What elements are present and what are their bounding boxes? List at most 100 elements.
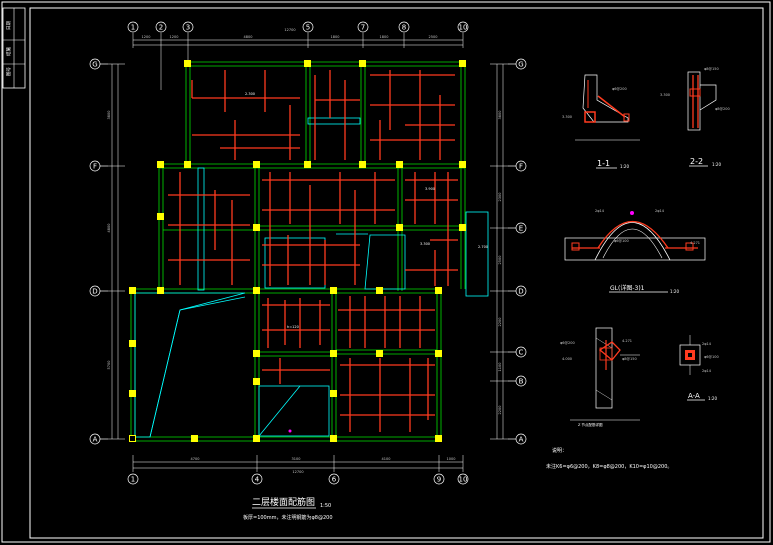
title-block: 图号 结施 日期 <box>2 7 26 89</box>
notes-text: 未注K6=φ6@200，K8=φ8@200，K10=φ10@200。 <box>546 463 672 470</box>
title-block-label-1: 图号 <box>6 67 12 76</box>
section-a-scale: 1:20 <box>708 396 717 401</box>
section-a-a: 2φ14 φ6@100 2φ14 A-A 1:20 <box>679 335 719 401</box>
plan-note: 板厚=100mm，未注明钢筋为φ8@200 <box>243 514 333 521</box>
bottom-axis-10: 10 <box>459 476 468 484</box>
floor-plan: 1200 1200 4800 1800 1800 2500 12700 4700… <box>89 21 527 521</box>
gl-beam-label: GL(详图-3)1 <box>610 284 645 292</box>
columns <box>129 60 466 442</box>
left-axis-F: F <box>93 163 97 171</box>
svg-text:2200: 2200 <box>498 406 502 415</box>
bottom-axis-4: 4 <box>255 476 260 484</box>
top-axis-bubbles <box>127 21 469 33</box>
svg-text:2300: 2300 <box>498 193 502 202</box>
section-1-label: 1-1 <box>597 159 610 168</box>
top-axis-5: 5 <box>306 24 310 32</box>
svg-text:2φ14: 2φ14 <box>702 342 712 346</box>
svg-text:5700: 5700 <box>107 361 111 370</box>
right-axis-G: G <box>518 61 523 69</box>
right-axis-F: F <box>519 163 523 171</box>
details: φ6@200 3.300 1-1 1:20 φ8@150 3.300 φ8@20… <box>546 67 730 470</box>
svg-text:1800: 1800 <box>331 35 340 39</box>
right-axis-C: C <box>519 349 524 357</box>
svg-text:2.300: 2.300 <box>245 92 255 96</box>
left-axis-D: D <box>92 288 97 296</box>
rebar-lines <box>168 70 458 432</box>
section-2-label: 2-2 <box>690 157 703 166</box>
top-axis-3: 3 <box>186 24 190 32</box>
section-1-scale: 1:20 <box>620 164 629 169</box>
svg-text:2φ14: 2φ14 <box>595 209 605 213</box>
notes-heading: 说明： <box>552 447 567 454</box>
svg-text:4700: 4700 <box>191 457 200 461</box>
left-axis-G: G <box>92 61 97 69</box>
section-2-2: φ8@150 3.300 φ8@200 2-2 1:20 <box>660 67 730 167</box>
notes: 说明： 未注K6=φ6@200，K8=φ8@200，K10=φ10@200。 <box>546 447 672 470</box>
svg-text:2φ14: 2φ14 <box>655 209 665 213</box>
right-axis-E: E <box>519 225 523 233</box>
svg-text:4.000: 4.000 <box>562 357 572 361</box>
svg-text:φ6@100: φ6@100 <box>614 239 629 243</box>
beam-outlines <box>130 61 466 442</box>
room-label-1: h=120 <box>287 325 299 329</box>
svg-text:4.271: 4.271 <box>690 241 700 245</box>
left-axis-A: A <box>93 436 98 444</box>
svg-text:φ6@100: φ6@100 <box>704 355 719 359</box>
svg-text:φ8@150: φ8@150 <box>704 67 719 71</box>
left-axis-bubbles <box>89 58 108 445</box>
gl-beam-scale: 1:20 <box>670 289 679 294</box>
top-axis-10: 10 <box>459 24 468 32</box>
svg-text:1200: 1200 <box>142 35 151 39</box>
svg-text:φ8@200: φ8@200 <box>715 107 730 111</box>
bottom-total-dimension: 12700 <box>292 470 303 474</box>
svg-text:3.300: 3.300 <box>420 242 430 246</box>
svg-text:4.271: 4.271 <box>622 339 632 343</box>
svg-text:4100: 4100 <box>382 457 391 461</box>
column-node-detail: φ6@200 4.271 φ8@150 4.000 Z 节点配筋详图 <box>560 327 640 427</box>
section-1-1: φ6@200 3.300 1-1 1:20 <box>562 74 640 169</box>
inner-frame <box>29 7 764 539</box>
svg-text:2200: 2200 <box>498 318 502 327</box>
svg-text:φ8@150: φ8@150 <box>622 357 637 361</box>
svg-text:4800: 4800 <box>244 35 253 39</box>
bottom-axis-9: 9 <box>437 476 441 484</box>
svg-text:3800: 3800 <box>107 111 111 120</box>
svg-text:3.900: 3.900 <box>425 187 435 191</box>
title-block-label-3: 日期 <box>6 21 12 30</box>
top-axis-1: 1 <box>131 24 135 32</box>
bottom-axis-1: 1 <box>131 476 135 484</box>
bottom-axis-bubbles <box>127 473 469 485</box>
svg-text:3.300: 3.300 <box>660 93 670 97</box>
svg-text:1000: 1000 <box>447 457 456 461</box>
svg-text:3100: 3100 <box>292 457 301 461</box>
svg-text:φ6@200: φ6@200 <box>612 87 627 91</box>
top-axis-7: 7 <box>361 24 365 32</box>
svg-text:2500: 2500 <box>429 35 438 39</box>
column-note: Z 节点配筋详图 <box>578 422 603 427</box>
svg-text:2500: 2500 <box>498 256 502 265</box>
section-2-scale: 1:20 <box>712 162 721 167</box>
svg-text:1200: 1200 <box>170 35 179 39</box>
right-axis-bubbles <box>508 58 527 445</box>
title-block-label-2: 结施 <box>5 47 12 56</box>
plan-title: 二层楼面配筋图 <box>252 496 315 508</box>
svg-text:1100: 1100 <box>498 363 502 372</box>
svg-text:3.300: 3.300 <box>562 115 572 119</box>
svg-text:2.700: 2.700 <box>478 245 488 249</box>
top-total-dimension: 12700 <box>284 28 295 32</box>
right-axis-A: A <box>519 436 524 444</box>
top-axis-8: 8 <box>402 24 406 32</box>
svg-text:2φ14: 2φ14 <box>702 369 712 373</box>
svg-text:3800: 3800 <box>498 111 502 120</box>
gl-arch-beam: 2φ14 2φ14 φ6@100 4.271 GL(详图-3)1 1:20 <box>564 209 706 294</box>
cyan-outlines <box>134 117 489 438</box>
bottom-axis-6: 6 <box>332 476 337 484</box>
top-axis-2: 2 <box>159 24 163 32</box>
section-a-label: A-A <box>688 392 700 400</box>
plan-scale: 1:50 <box>320 503 331 509</box>
right-axis-D: D <box>518 288 523 296</box>
svg-text:4800: 4800 <box>107 224 111 233</box>
right-axis-B: B <box>519 378 524 386</box>
